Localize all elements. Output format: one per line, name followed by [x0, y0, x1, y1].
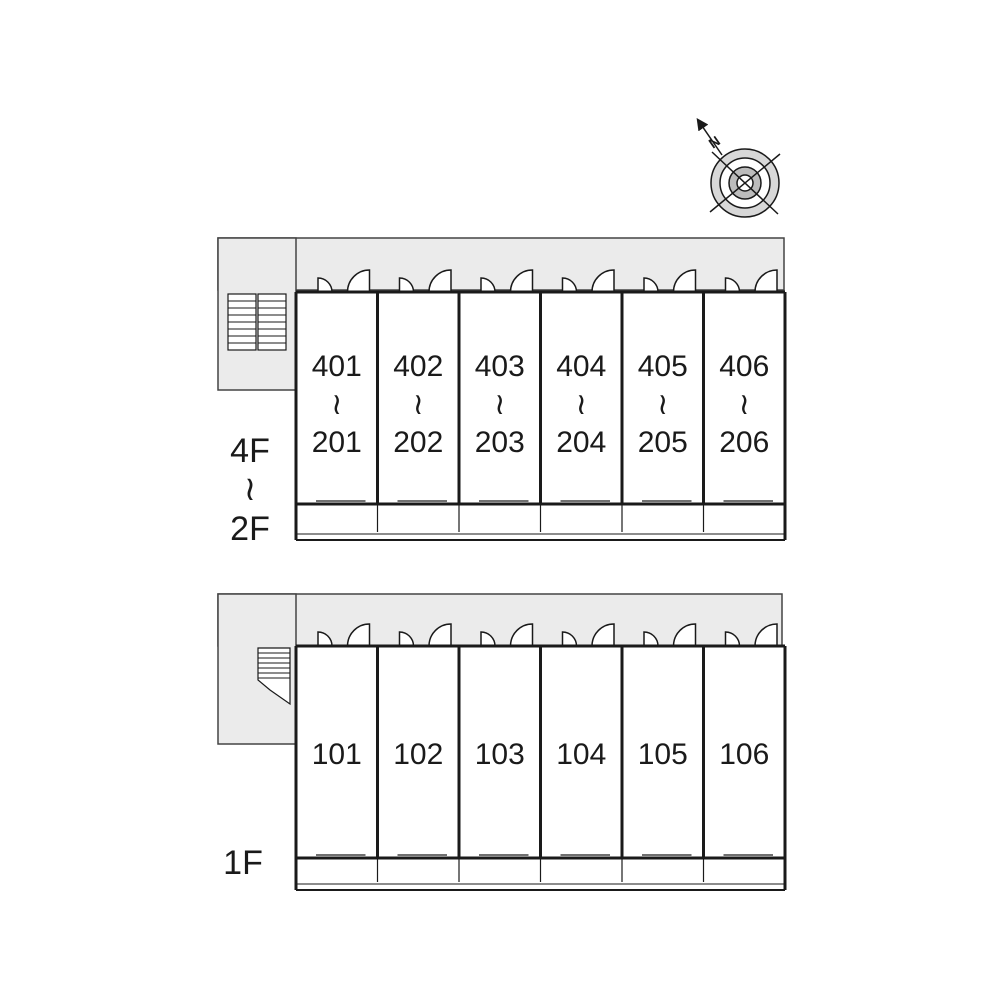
small-door-icon	[480, 277, 496, 293]
door-icon	[346, 269, 371, 293]
unit-cell: 105	[620, 623, 697, 882]
unit-cell: 106	[702, 623, 778, 882]
upper-stair-icon	[227, 293, 287, 351]
unit-number-top: 403	[475, 350, 525, 383]
door-icon	[754, 269, 778, 293]
upper-floors-plan: 401 ≀ 201 402 ≀ 202 403 ≀ 203 404 ≀ 204 405 ≀ 205 406 ≀ 2…	[217, 237, 787, 541]
unit-number: 101	[312, 738, 362, 771]
unit-number-top: 402	[393, 350, 443, 383]
small-door-icon	[724, 277, 741, 293]
small-door-icon	[643, 277, 659, 293]
unit-cell: 401 ≀ 201	[294, 269, 371, 532]
unit-number-bottom: 204	[556, 426, 606, 459]
unit-range-symbol: ≀	[576, 388, 587, 421]
unit-cell: 403 ≀ 203	[457, 269, 534, 532]
upper-corridor	[217, 237, 785, 291]
small-door-icon	[724, 631, 741, 647]
ground-stair-icon	[257, 647, 291, 706]
unit-number: 106	[719, 738, 769, 771]
unit-number-bottom: 203	[475, 426, 525, 459]
unit-number-bottom: 205	[638, 426, 688, 459]
unit-cell: 402 ≀ 202	[376, 269, 452, 532]
floor-label-1f: 1F	[223, 844, 263, 882]
unit-cell: 405 ≀ 205	[620, 269, 697, 532]
unit-number-bottom: 202	[393, 426, 443, 459]
door-icon	[672, 269, 697, 293]
small-door-icon	[561, 631, 578, 647]
unit-range-symbol: ≀	[331, 388, 342, 421]
floor-range-symbol: ≀	[244, 470, 257, 508]
unit-cell: 104	[539, 623, 615, 882]
ground-floor-plan: 101 102 103 104 105 106	[217, 593, 787, 891]
unit-number-top: 405	[638, 350, 688, 383]
door-icon	[591, 269, 615, 293]
unit-number: 105	[638, 738, 688, 771]
small-door-icon	[317, 631, 333, 647]
unit-cell: 406 ≀ 206	[702, 269, 778, 532]
door-icon	[672, 623, 697, 647]
door-icon	[754, 623, 778, 647]
floor-label-4f: 4F	[230, 432, 270, 470]
unit-range-symbol: ≀	[657, 388, 668, 421]
compass-north-label: N	[706, 133, 723, 152]
unit-number-top: 401	[312, 350, 362, 383]
unit-number: 103	[475, 738, 525, 771]
unit-cell: 101	[294, 623, 371, 882]
stair-flight	[257, 647, 291, 706]
ground-unit-row: 101 102 103 104 105 106	[294, 623, 787, 891]
small-door-icon	[398, 277, 415, 293]
small-door-icon	[643, 631, 659, 647]
ground-corridor	[217, 593, 783, 647]
unit-range-symbol: ≀	[413, 388, 424, 421]
unit-cell: 103	[457, 623, 534, 882]
unit-number-bottom: 206	[719, 426, 769, 459]
door-icon	[591, 623, 615, 647]
small-door-icon	[317, 277, 333, 293]
unit-number-bottom: 201	[312, 426, 362, 459]
door-icon	[428, 623, 452, 647]
unit-number-top: 404	[556, 350, 606, 383]
door-icon	[428, 269, 452, 293]
floor-label-2f: 2F	[230, 510, 270, 548]
small-door-icon	[561, 277, 578, 293]
small-door-icon	[398, 631, 415, 647]
unit-cell: 102	[376, 623, 452, 882]
unit-number-top: 406	[719, 350, 769, 383]
unit-range-symbol: ≀	[739, 388, 750, 421]
door-icon	[509, 623, 534, 647]
unit-range-symbol: ≀	[494, 388, 505, 421]
unit-number: 102	[393, 738, 443, 771]
unit-number: 104	[556, 738, 606, 771]
door-icon	[346, 623, 371, 647]
small-door-icon	[480, 631, 496, 647]
unit-cell: 404 ≀ 204	[539, 269, 615, 532]
upper-unit-row: 401 ≀ 201 402 ≀ 202 403 ≀ 203 404 ≀ 204 405 ≀ 205 406 ≀ 2…	[294, 269, 787, 541]
compass-icon: N	[696, 118, 781, 218]
door-icon	[509, 269, 534, 293]
